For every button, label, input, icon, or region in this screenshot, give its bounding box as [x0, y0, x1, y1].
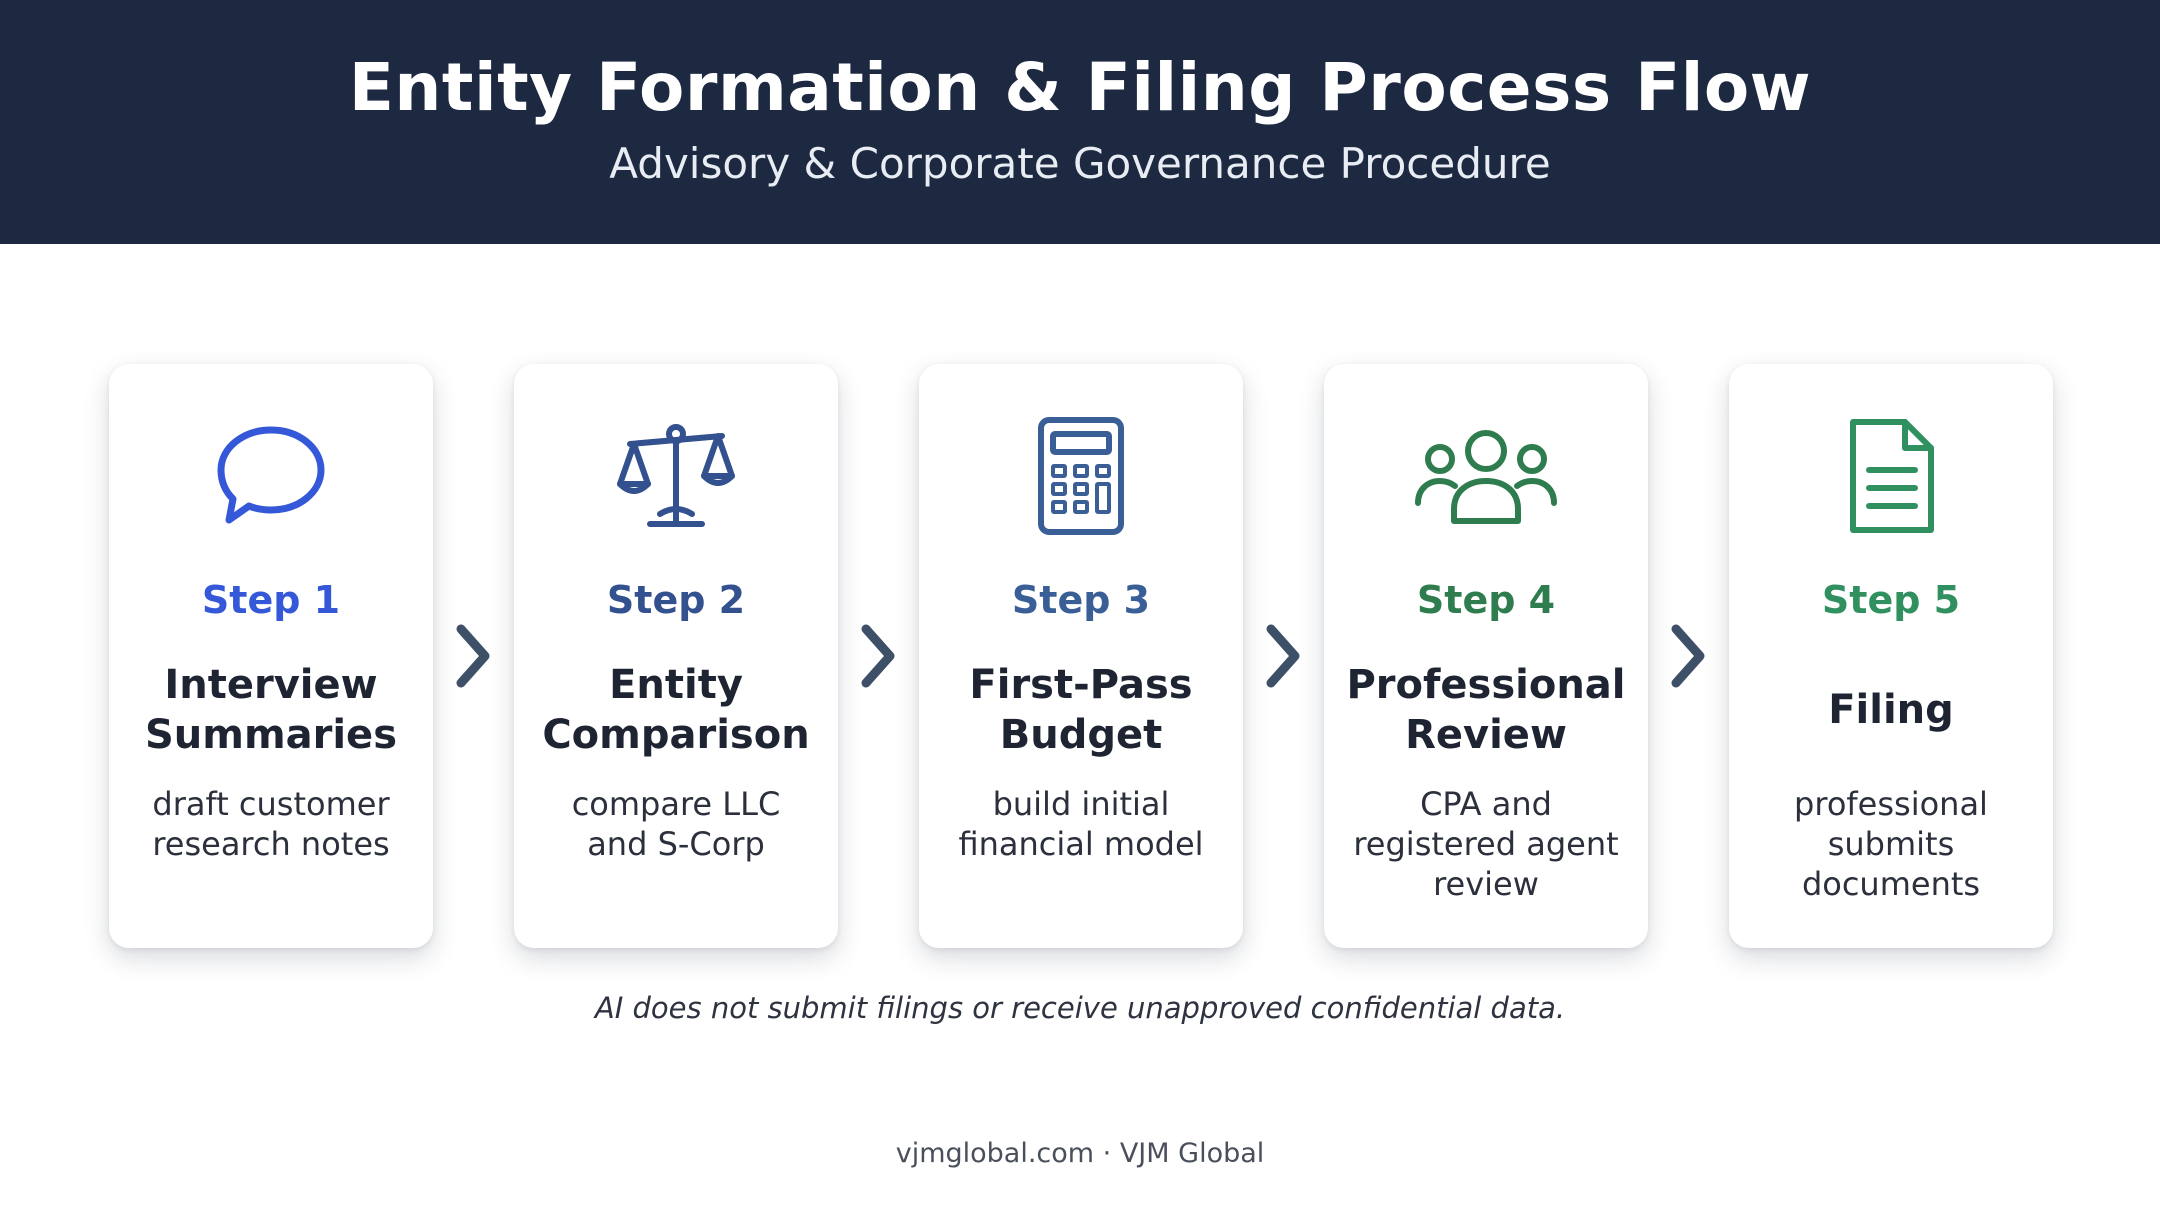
disclaimer-note: AI does not submit filings or receive un… — [594, 991, 1566, 1025]
scales-icon — [514, 414, 838, 538]
chevron-right-icon — [443, 618, 503, 694]
speech-bubble-icon — [109, 414, 433, 538]
step-title: Filing — [1828, 687, 1954, 733]
people-group-icon — [1324, 414, 1648, 538]
footer-credit: vjmglobal.com · VJM Global — [895, 1138, 1265, 1169]
chevron-right-icon — [1658, 618, 1718, 694]
page-subtitle: Advisory & Corporate Governance Procedur… — [609, 139, 1551, 188]
calculator-icon — [919, 414, 1243, 538]
step-label: Step 3 — [1011, 578, 1151, 622]
page-title: Entity Formation & Filing Process Flow — [348, 49, 1812, 126]
step-label: Step 5 — [1821, 578, 1961, 622]
step-label: Step 1 — [201, 578, 341, 622]
header-banner: Entity Formation & Filing Process Flow A… — [0, 0, 2160, 244]
chevron-right-icon — [848, 618, 908, 694]
chevron-right-icon — [1253, 618, 1313, 694]
document-icon — [1729, 414, 2053, 538]
step-label: Step 2 — [606, 578, 746, 622]
step-label: Step 4 — [1416, 578, 1556, 622]
